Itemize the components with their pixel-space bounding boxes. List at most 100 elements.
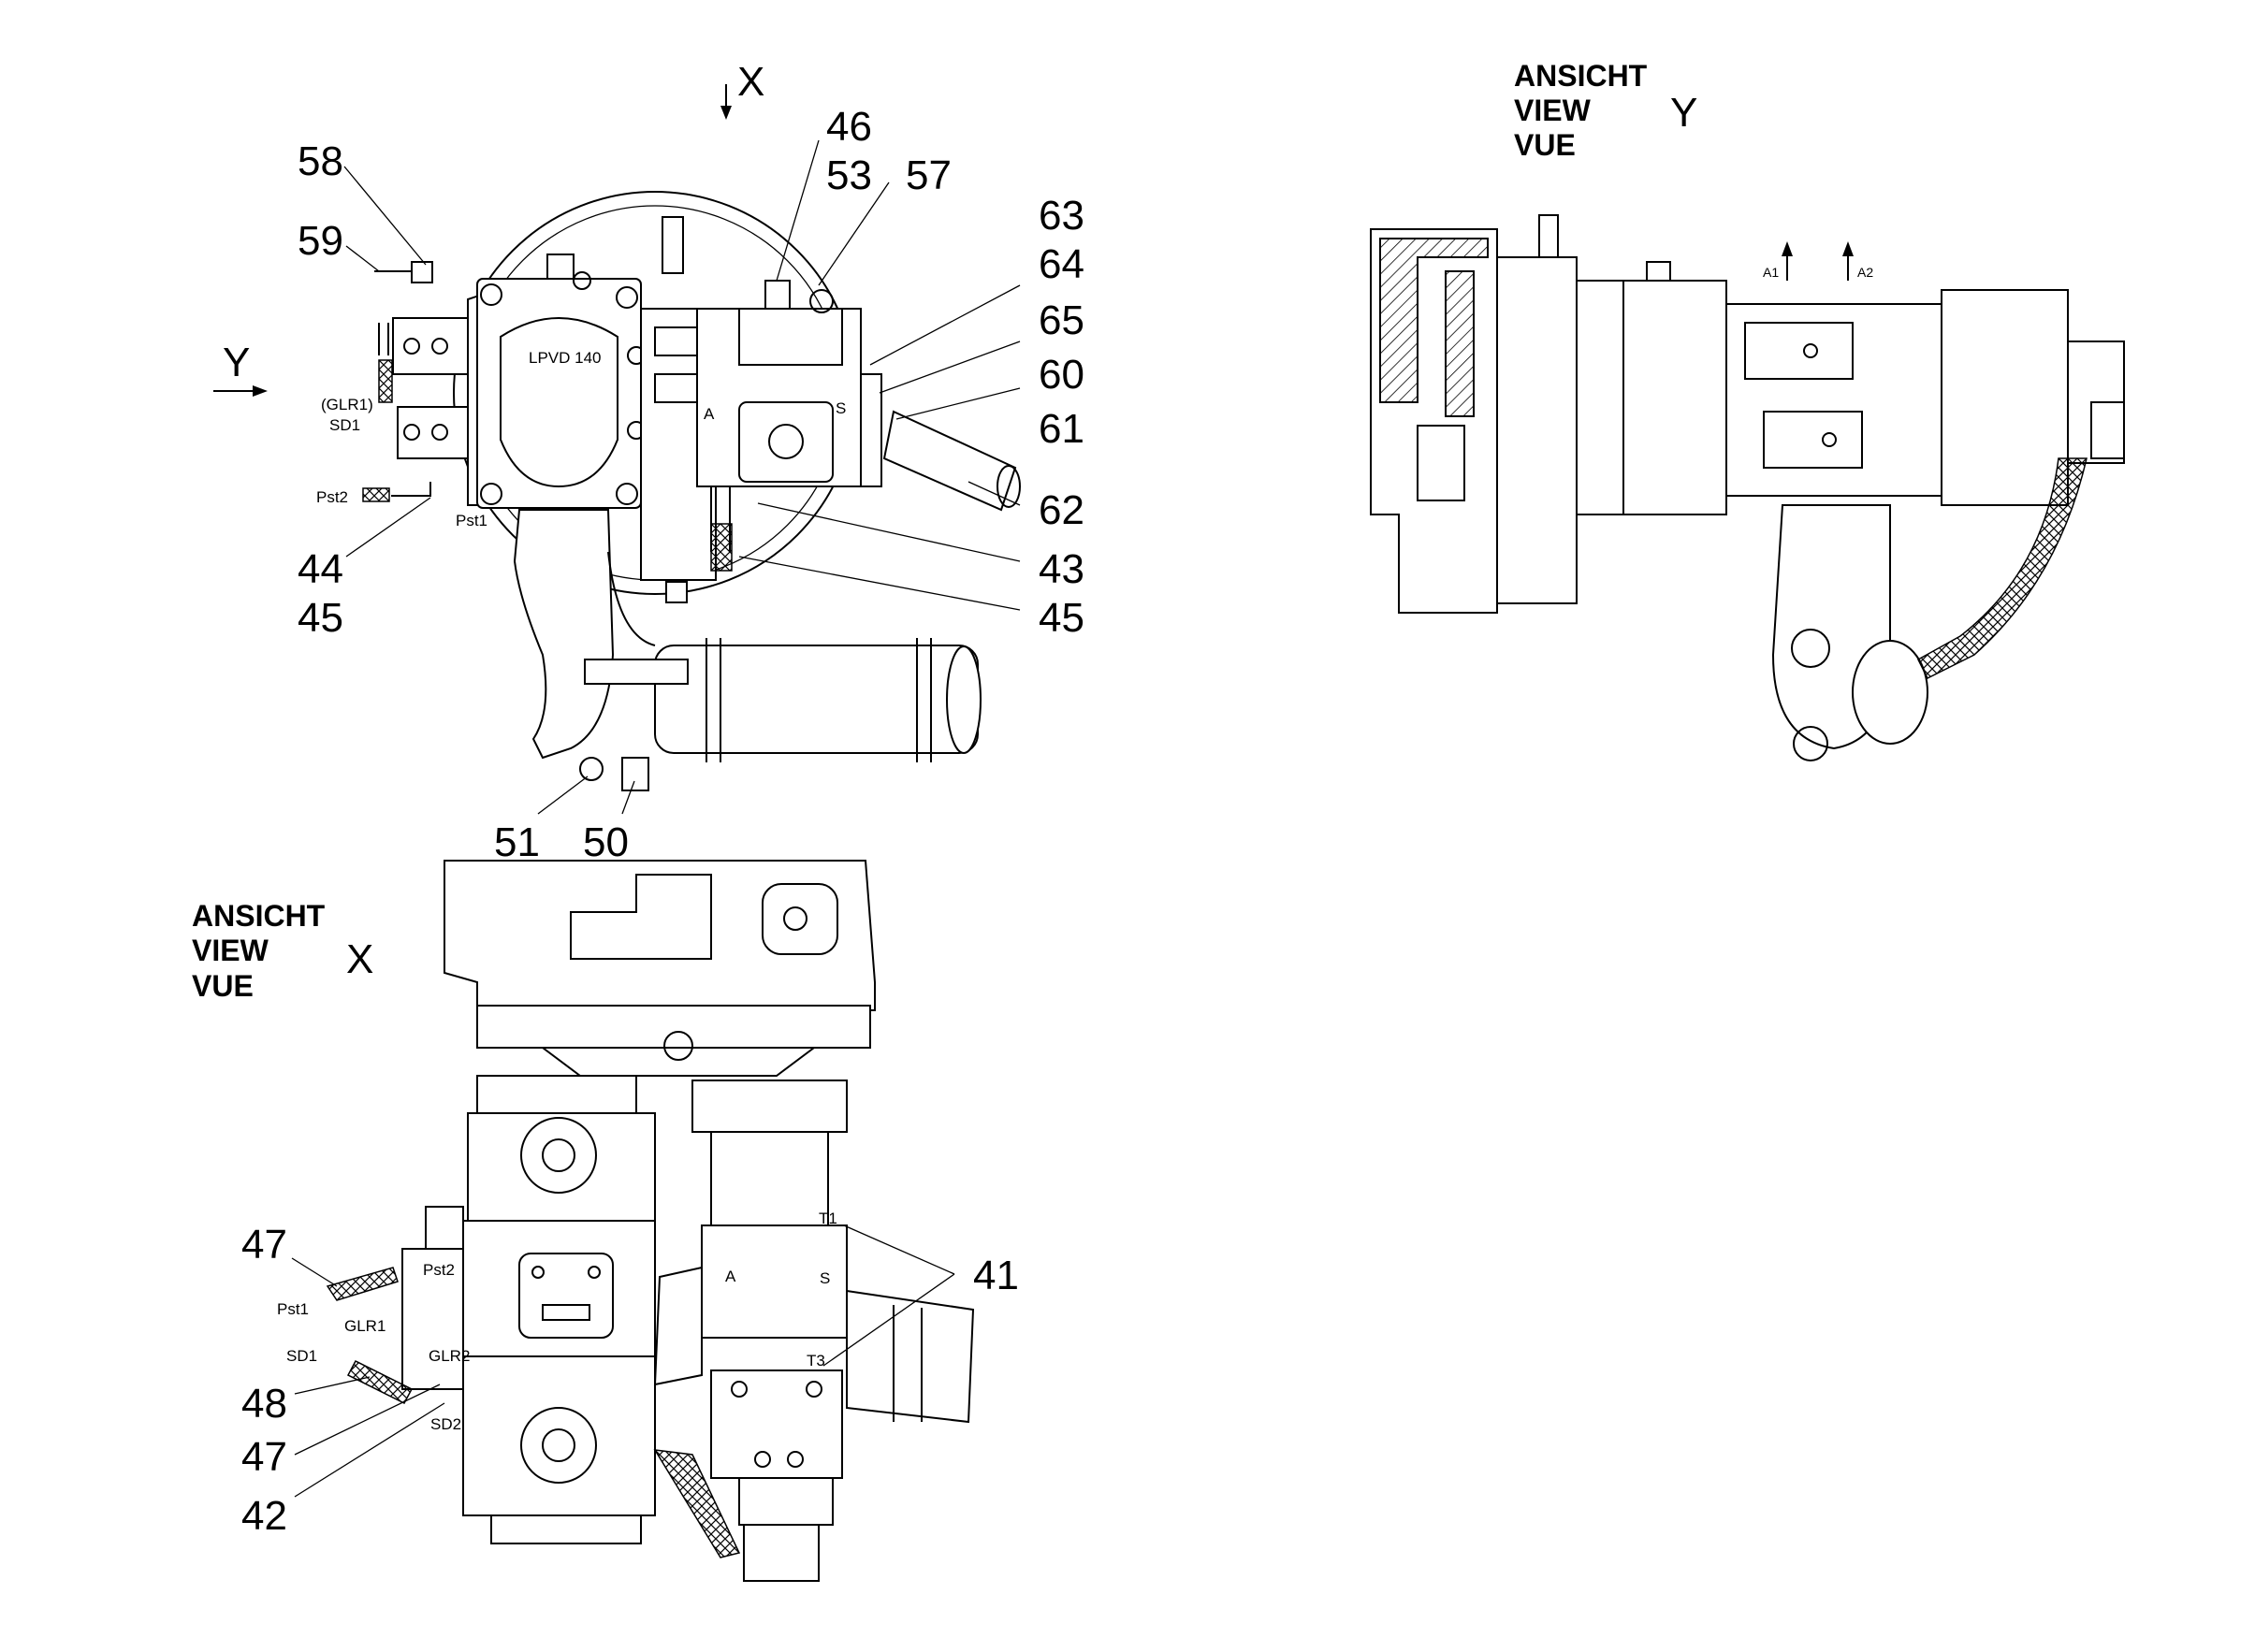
valve-bolt [787,1451,804,1468]
port-a2-head [1842,241,1854,256]
pump-neck [476,1075,637,1114]
leader-57 [818,181,890,286]
leader-43 [757,502,1021,562]
callout-51: 51 [494,819,540,865]
callout-45-left: 45 [298,595,343,641]
pump-front-port-inner [542,1138,575,1172]
pump-1 [1622,280,1727,515]
callout-47-bottom: 47 [241,1434,287,1480]
leader-46 [776,139,820,282]
valve-bolt [754,1451,771,1468]
valve-bolt [731,1381,748,1398]
callout-64: 64 [1039,241,1084,287]
flange-hatch [1445,270,1475,417]
port-t3-label: T3 [807,1352,825,1369]
callout-61: 61 [1039,406,1084,452]
port-pst1-label: Pst1 [456,512,487,529]
leader-45 [738,556,1021,611]
right-pump-neck [691,1080,848,1133]
callout-59: 59 [298,218,343,264]
cover-port [783,906,807,931]
callout-42: 42 [241,1493,287,1539]
valve-bolt [806,1381,822,1398]
x-arrow-label: X [737,59,764,105]
fitting-57 [809,289,834,313]
leader-50 [621,780,635,815]
bolt [616,483,638,505]
adapter-ring [476,1005,871,1049]
end-plug [2090,401,2125,459]
view-y-heading-3: VUE [1514,128,1576,162]
braided-hose [653,1449,741,1558]
leader-65 [879,341,1021,394]
leader-47 [291,1257,338,1287]
braided-hose [378,359,393,403]
flange-port [768,424,804,459]
intake-clamps [893,1305,923,1422]
view-x-letter: X [346,936,373,982]
pump-3 [1941,289,2069,506]
intake-port [1793,726,1828,761]
intake-port [1791,629,1830,668]
pump-1-plug [1646,261,1671,282]
leader-64 [869,284,1021,366]
port-glr1-label: (GLR1) [321,396,373,413]
port-pst2-label: Pst2 [423,1261,455,1279]
valve-bolt [1803,343,1818,358]
bolt [573,271,591,290]
valve-upper [392,317,469,375]
callout-60: 60 [1039,352,1084,398]
view-y-heading-2: VIEW [1514,94,1592,127]
fitting-58 [411,261,433,283]
callout-43: 43 [1039,546,1084,592]
bolt [480,483,502,505]
pump-rear-cap [490,1514,642,1544]
pump-front-port [520,1117,597,1194]
callout-65: 65 [1039,297,1084,343]
port-s-label: S [836,399,846,417]
callout-48: 48 [241,1381,287,1427]
side-view-y: ANSICHT VIEW VUE Y A1 A2 [1370,59,2125,761]
view-x-heading-3: VUE [192,969,254,1003]
bottom-view-x: ANSICHT VIEW VUE X Pst2 Pst1 GLR1 [192,860,1019,1582]
intake-pipe-end [946,645,982,754]
top-plug [546,254,575,280]
hose-end [997,465,1021,508]
right-regulator [701,1225,848,1339]
valve-pipe [378,323,389,355]
x-arrow-head [720,106,732,120]
adapter-shaft [663,1031,693,1061]
leader-58 [343,166,427,266]
port-t1-label: T1 [819,1210,837,1227]
nameplate-text: LPVD 140 [529,349,602,367]
port-sd2-label: SD2 [430,1415,461,1433]
centre-cap [654,373,698,403]
callout-53: 53 [826,152,872,198]
right-pump-body [710,1131,829,1226]
right-valve-block [710,1369,843,1479]
leader-41-a [843,1225,955,1275]
callout-57: 57 [906,152,952,198]
port-a1-label: A1 [1763,265,1779,280]
callout-46: 46 [826,104,872,150]
port-glr1-label: GLR1 [344,1317,386,1335]
port-a2-label: A2 [1857,265,1873,280]
left-intake [653,1266,703,1386]
regulator-flange [738,401,834,483]
pump-rear-port-inner [542,1428,575,1462]
regulator-top [738,308,843,366]
fitting-51 [579,757,604,781]
leader-42 [294,1402,445,1498]
pump-front [467,1112,656,1222]
leader-44 [345,497,431,558]
pump-middle-flange [518,1253,614,1339]
intake-elbow [513,509,615,760]
flange-hatch [1379,238,1489,403]
callout-41: 41 [973,1253,1019,1298]
braided-hose [1917,457,2088,680]
bolt [616,286,638,309]
adapter-taper [540,1047,817,1077]
callout-45-right: 45 [1039,595,1084,641]
callout-58: 58 [298,138,343,184]
